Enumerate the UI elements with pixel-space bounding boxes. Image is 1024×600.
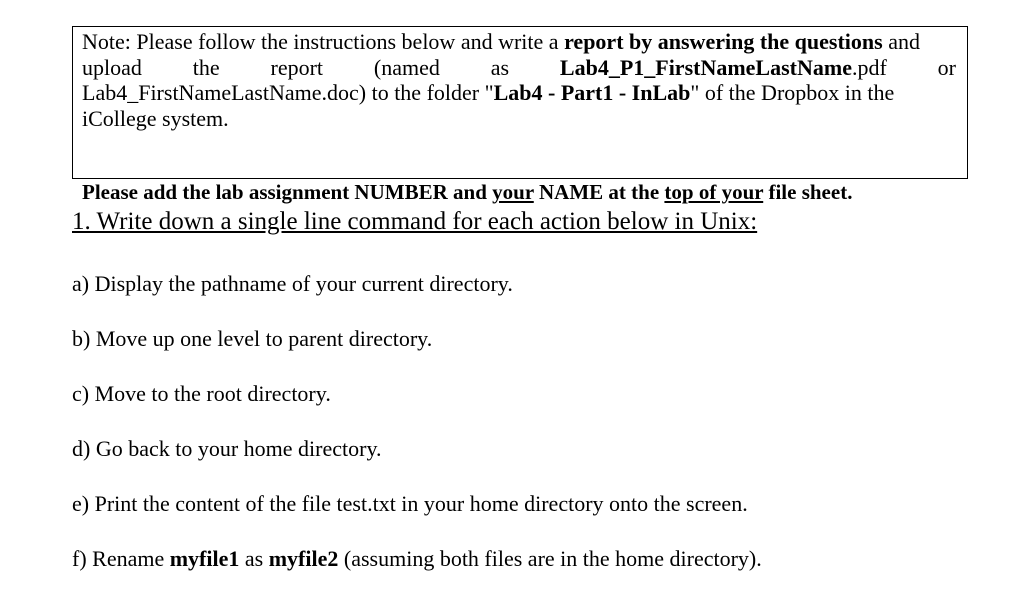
question-item-b: b) Move up one level to parent directory…	[72, 326, 433, 351]
emphasis-underlined: top of your	[664, 180, 764, 204]
question-heading: 1. Write down a single line command for …	[72, 208, 758, 235]
dropbox-folder-name: Lab4 - Part1 - InLab	[493, 80, 691, 105]
question-item-a: a) Display the pathname of your current …	[72, 271, 513, 296]
note-emphasis-line: Please add the lab assignment NUMBER and…	[82, 180, 852, 205]
note-text-segment: Note: Please follow the instructions bel…	[82, 29, 559, 54]
note-text-segment: " of the Dropbox in the	[690, 80, 895, 105]
note-line-2: upload the report (named as Lab4_P1_Firs…	[82, 55, 956, 81]
note-text-segment: Lab4_FirstNameLastName.doc) to the folde…	[82, 80, 494, 105]
question-item-c: c) Move to the root directory.	[72, 381, 331, 406]
note-word: the	[192, 54, 220, 80]
item-f-file2: myfile2	[268, 546, 339, 571]
note-filename-pdf: Lab4_P1_FirstNameLastName.pdf	[560, 55, 887, 81]
note-word: upload	[82, 54, 142, 80]
note-paragraph: Note: Please follow the instructions bel…	[82, 29, 956, 131]
pdf-extension: .pdf	[851, 54, 887, 80]
note-word: report	[270, 54, 324, 80]
pdf-filename-bold: Lab4_P1_FirstNameLastName	[559, 54, 852, 80]
item-f-text: (assuming both files are in the home dir…	[338, 546, 762, 571]
question-item-e: e) Print the content of the file test.tx…	[72, 491, 748, 516]
emphasis-underlined: your	[492, 180, 534, 204]
note-bold-phrase: report by answering the questions	[564, 29, 883, 54]
note-word: or	[937, 54, 956, 80]
note-text-segment: and	[888, 29, 920, 54]
note-box: Note: Please follow the instructions bel…	[72, 26, 968, 204]
note-word: as	[490, 54, 510, 80]
emphasis-segment: file sheet.	[763, 180, 853, 204]
item-f-file1: myfile1	[169, 546, 240, 571]
emphasis-segment: NAME at the	[533, 180, 665, 204]
item-f-text: as	[239, 546, 269, 571]
question-item-f: f) Rename myfile1 as myfile2 (assuming b…	[72, 546, 762, 572]
emphasis-segment: Please add the lab assignment NUMBER and	[82, 180, 493, 204]
note-line-3: Lab4_FirstNameLastName.doc) to the folde…	[82, 80, 956, 106]
note-line-1: Note: Please follow the instructions bel…	[82, 29, 956, 55]
note-word: (named	[373, 54, 440, 80]
item-f-text: f) Rename	[72, 546, 170, 571]
note-line-4: iCollege system.	[82, 105, 229, 131]
question-item-d: d) Go back to your home directory.	[72, 436, 382, 461]
